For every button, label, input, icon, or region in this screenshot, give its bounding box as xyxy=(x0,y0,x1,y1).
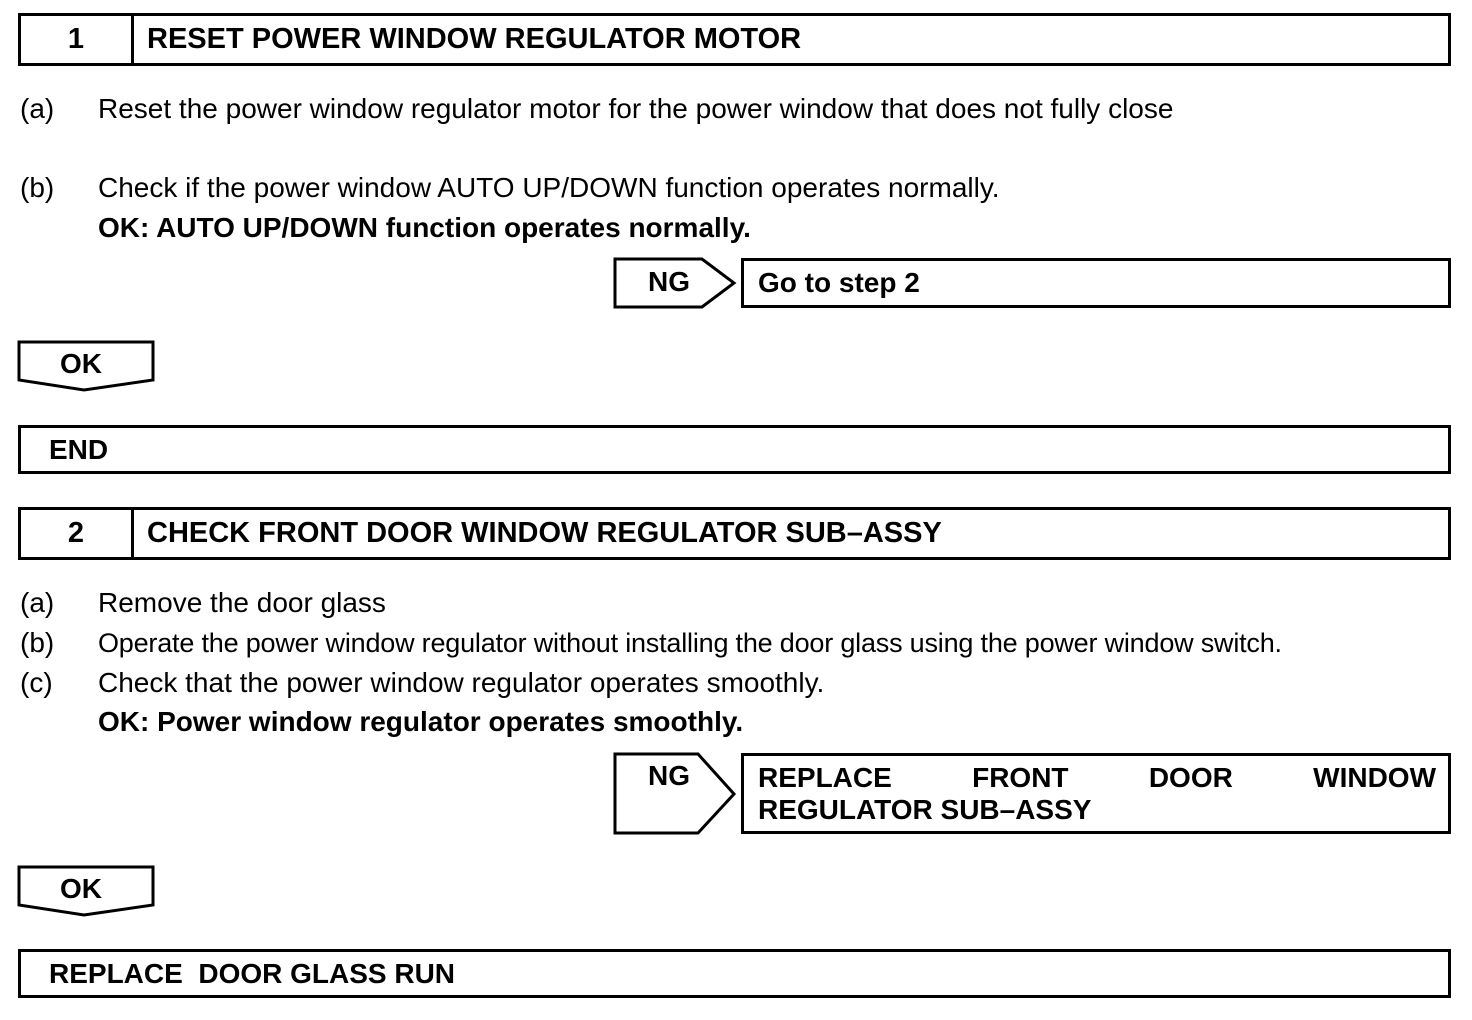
step-1-ok-label: OK xyxy=(60,348,102,379)
step-2-ng-action-box: REPLACE FRONT DOOR WINDOW REGULATOR SUB–… xyxy=(741,753,1451,834)
step-1-ng-action: Go to step 2 xyxy=(758,267,920,298)
step-2-ok-label: OK xyxy=(60,873,102,904)
step-1-result: END xyxy=(49,433,109,465)
item-label: (c) xyxy=(20,667,53,698)
step-1-title: RESET POWER WINDOW REGULATOR MOTOR xyxy=(147,23,802,55)
item-label: (b) xyxy=(20,172,55,203)
step-1-ok-criteria: OK: AUTO UP/DOWN function operates norma… xyxy=(98,212,751,243)
step-2-title: CHECK FRONT DOOR WINDOW REGULATOR SUB–AS… xyxy=(147,517,942,549)
step-2-number: 2 xyxy=(21,510,134,557)
item-text: Reset the power window regulator motor f… xyxy=(98,93,1174,124)
item-text: Operate the power window regulator witho… xyxy=(98,628,1282,658)
step-2-result: REPLACE DOOR GLASS RUN xyxy=(49,957,456,989)
step-1-result-box: END xyxy=(18,425,1451,474)
item-text: Check that the power window regulator op… xyxy=(98,667,825,698)
item-label: (a) xyxy=(20,93,55,124)
item-text: Check if the power window AUTO UP/DOWN f… xyxy=(98,172,1000,203)
step-2-header: 2 CHECK FRONT DOOR WINDOW REGULATOR SUB–… xyxy=(18,507,1451,560)
item-label: (a) xyxy=(20,587,55,618)
step-1-ng-label: NG xyxy=(648,266,690,297)
step-1-ng-action-box: Go to step 2 xyxy=(741,258,1451,308)
item-label: (b) xyxy=(20,627,55,658)
step-2-ng-action-line-1: REPLACE FRONT DOOR WINDOW xyxy=(758,762,1436,793)
step-2-ng-action-line-2: REGULATOR SUB–ASSY xyxy=(758,794,1092,825)
step-2-ok-criteria: OK: Power window regulator operates smoo… xyxy=(98,706,744,737)
step-1-header: 1 RESET POWER WINDOW REGULATOR MOTOR xyxy=(18,13,1451,66)
step-2-ng-label: NG xyxy=(648,760,690,791)
step-1-number: 1 xyxy=(21,16,134,63)
step-2-result-box: REPLACE DOOR GLASS RUN xyxy=(18,949,1451,998)
item-text: Remove the door glass xyxy=(98,587,386,618)
